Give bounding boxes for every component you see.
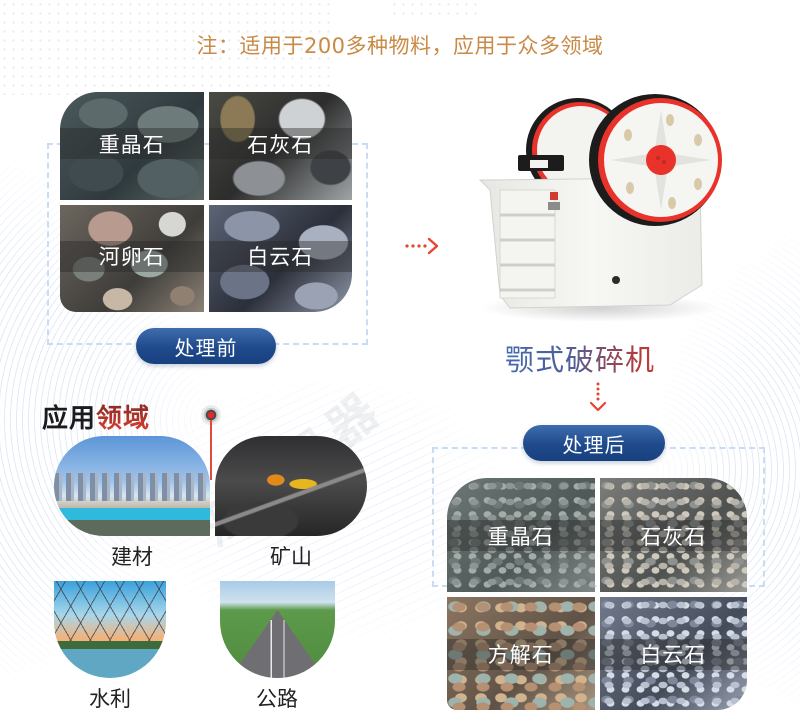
water-conservancy-image [54, 581, 166, 678]
material-label: 重晶石 [60, 128, 204, 159]
after-material-tile: 石灰石 [599, 478, 747, 592]
field-label-water-conservancy: 水利 [89, 687, 131, 711]
jaw-crusher-machine-image [478, 94, 722, 322]
crushed-dolomite-image [599, 596, 747, 710]
after-material-tile: 重晶石 [447, 478, 595, 592]
before-material-tile: 白云石 [208, 204, 352, 312]
field-label-highway: 公路 [256, 687, 298, 711]
material-label: 重晶石 [447, 520, 595, 551]
mining-image [215, 436, 367, 536]
dot-pattern-background-right [390, 0, 480, 20]
after-material-tile: 白云石 [599, 596, 747, 710]
before-material-tile: 石灰石 [208, 92, 352, 200]
after-processing-badge: 处理后 [523, 425, 665, 461]
heading-red-part: 领域 [96, 404, 151, 434]
materials-note: 注：适用于200多种物料，应用于众多领域 [196, 34, 604, 58]
material-label: 石灰石 [208, 128, 352, 159]
application-fields-heading: 应用领域 [42, 398, 150, 435]
limestone-rock-image [208, 92, 352, 200]
machine-title: 颚式破碎机 [480, 337, 680, 379]
barite-rock-image [60, 92, 204, 200]
crushed-limestone-image [599, 478, 747, 592]
after-material-tile: 方解石 [447, 596, 595, 710]
pin-connector-line [210, 420, 212, 480]
dotted-arrow-right-icon [405, 237, 439, 255]
material-label: 白云石 [208, 240, 352, 272]
before-material-tile: 河卵石 [60, 204, 204, 312]
material-label: 方解石 [447, 638, 595, 670]
field-label-mining: 矿山 [270, 545, 312, 569]
material-label: 河卵石 [60, 240, 204, 272]
crushed-barite-image [447, 478, 595, 592]
dot-pattern-background [0, 0, 330, 95]
river-pebble-image [60, 204, 204, 312]
material-label: 白云石 [599, 638, 747, 670]
before-processing-badge: 处理前 [136, 328, 276, 364]
crushed-calcite-image [447, 596, 595, 710]
dolomite-rock-image [208, 204, 352, 312]
before-materials-grid: 重晶石 石灰石 河卵石 白云石 [60, 92, 352, 312]
building-materials-image [54, 436, 210, 536]
location-pin-icon [201, 405, 221, 425]
heading-dark-part: 应用 [42, 404, 97, 434]
material-label: 石灰石 [599, 520, 747, 551]
before-material-tile: 重晶石 [60, 92, 204, 200]
dotted-arrow-down-icon [589, 382, 607, 412]
after-materials-grid: 重晶石 石灰石 方解石 白云石 [447, 478, 747, 710]
highway-image [220, 581, 335, 678]
field-label-building-materials: 建材 [111, 545, 153, 569]
